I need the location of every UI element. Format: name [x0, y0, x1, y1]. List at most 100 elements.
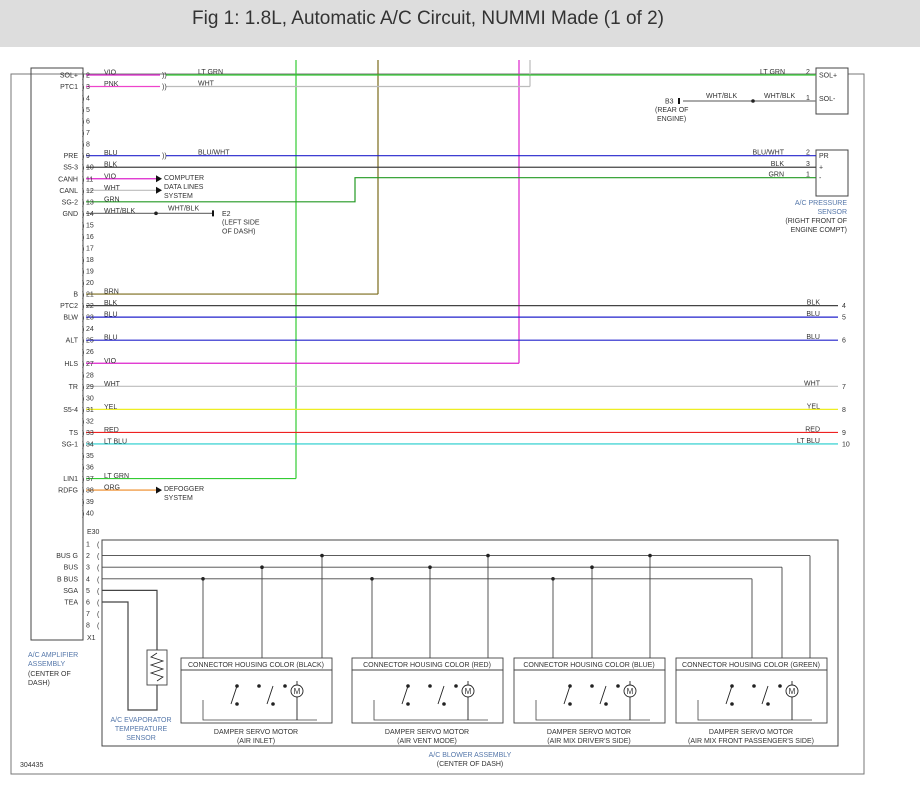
solenoid-pin: SOL-: [819, 96, 836, 103]
connector-housing-label: CONNECTOR HOUSING COLOR (BLUE): [523, 662, 654, 669]
amp-pin-number: 31: [86, 407, 94, 414]
amp-pin-bracket: ): [82, 269, 84, 276]
amp-pin-bracket: ): [82, 304, 84, 311]
tea-wire: [102, 601, 158, 711]
amp-pin-bracket: ): [82, 407, 84, 414]
connector-break: )): [162, 84, 167, 91]
wire-label: BLU: [806, 311, 820, 318]
pin-number: 6: [842, 338, 846, 345]
amp-pin-number: 39: [86, 499, 94, 506]
amp-pin-number: 40: [86, 511, 94, 518]
pressure-sensor-pin: -: [819, 175, 822, 182]
x1-pin-bracket: (: [97, 577, 100, 584]
servo-motor-subtitle: (AIR INLET): [237, 738, 275, 745]
bus-splice: [320, 553, 324, 558]
amp-pin-bracket: ): [82, 257, 84, 264]
amp-pin-bracket: ): [82, 500, 84, 507]
amp-pin-name: B: [73, 292, 78, 299]
bus-splice: [370, 577, 374, 581]
amp-pin-bracket: ): [82, 453, 84, 460]
switch-contact: [766, 702, 770, 706]
servo-motor-name: DAMPER SERVO MOTOR: [547, 729, 631, 736]
amp-pin-number: 25: [86, 338, 94, 345]
wire-label: YEL: [807, 403, 820, 410]
amp-pin-number: 20: [86, 280, 94, 287]
servo-switch: [437, 685, 445, 705]
x1-pin-number: 3: [86, 565, 90, 572]
pressure-sensor-location-1: (RIGHT FRONT OF: [785, 218, 847, 225]
x1-pin-bracket: (: [97, 588, 100, 595]
x1-pin-name: BUS G: [56, 553, 78, 560]
wire-label: LT GRN: [760, 69, 785, 76]
amp-pin-number: 35: [86, 453, 94, 460]
amp-pin-name: LIN1: [63, 476, 78, 483]
switch-contact: [235, 702, 239, 706]
servo-internal-wire: [697, 700, 812, 721]
wire-label: BLK: [807, 300, 821, 307]
amp-pin-bracket: ): [82, 73, 84, 80]
amp-pin-number: 4: [86, 96, 90, 103]
can-label: DATA LINES: [164, 184, 204, 191]
pin-number: 3: [806, 161, 810, 168]
x1-pin-bracket: (: [97, 612, 100, 619]
x1-pin-name: SGA: [63, 588, 78, 595]
can-arrow: [156, 186, 162, 194]
ground-b3-icon: [678, 98, 680, 104]
pin-number: 5: [842, 315, 846, 322]
title-bar: Fig 1: 1.8L, Automatic A/C Circuit, NUMM…: [0, 0, 920, 47]
pin-number: 10: [842, 441, 850, 448]
x1-pin-bracket: (: [97, 565, 100, 572]
evap-sensor-label-3: SENSOR: [126, 735, 156, 742]
amp-pin-bracket: ): [82, 327, 84, 334]
switch-contact: [442, 702, 446, 706]
switch-contact: [271, 702, 275, 706]
motor-symbol: M: [789, 687, 796, 696]
amp-pin-bracket: ): [82, 131, 84, 138]
switch-contact: [778, 684, 782, 688]
wire-color-label: PNK: [104, 81, 119, 88]
diagram-frame: [10, 73, 865, 775]
amp-pin-bracket: ): [82, 350, 84, 357]
servo-motor-box: [675, 669, 828, 724]
amp-pin-name: CANL: [59, 188, 78, 195]
blower-location: (CENTER OF DASH): [437, 761, 504, 768]
defogger-arrow: [156, 486, 162, 494]
switch-contact: [730, 702, 734, 706]
amp-pin-name: BLW: [63, 315, 78, 322]
evap-sensor-label-1: A/C EVAPORATOR: [110, 717, 171, 724]
amp-pin-number: 6: [86, 119, 90, 126]
sg-2-wire: [86, 177, 816, 203]
wire-label: WHT/BLK: [764, 93, 795, 100]
servo-motor-subtitle: (AIR VENT MODE): [397, 738, 457, 745]
bus-splice: [648, 553, 652, 558]
servo-switch: [230, 685, 238, 705]
amp-pin-number: 13: [86, 199, 94, 206]
connector-e30: E30: [87, 529, 100, 536]
x1-pin-bracket: (: [97, 600, 100, 607]
x1-pin-bracket: (: [97, 623, 100, 630]
amp-pin-name: PRE: [64, 153, 79, 160]
x1-pin-bracket: (: [97, 554, 100, 561]
x1-pin-bracket: (: [97, 542, 100, 549]
wire-color-label: BLU: [104, 335, 118, 342]
wire-color-label: LT BLU: [104, 438, 127, 445]
wire-label: WHT: [198, 81, 215, 88]
can-label: SYSTEM: [164, 193, 193, 200]
pin-number: 2: [806, 150, 810, 157]
amp-pin-bracket: ): [82, 315, 84, 322]
wire-label: BLU/WHT: [753, 150, 785, 157]
amp-pin-number: 7: [86, 130, 90, 137]
amp-pin-number: 22: [86, 303, 94, 310]
amp-pin-bracket: ): [82, 488, 84, 495]
amp-pin-number: 23: [86, 315, 94, 322]
amp-pin-name: RDFG: [58, 488, 78, 495]
x1-pin-name: BUS: [64, 565, 79, 572]
amp-pin-bracket: ): [82, 396, 84, 403]
wire-label: LT BLU: [797, 438, 820, 445]
servo-switch: [725, 685, 733, 705]
sga-wire: [102, 589, 158, 650]
amp-pin-number: 3: [86, 84, 90, 91]
amp-pin-name: S5-3: [63, 165, 78, 172]
amp-pin-name: PTC2: [60, 303, 78, 310]
